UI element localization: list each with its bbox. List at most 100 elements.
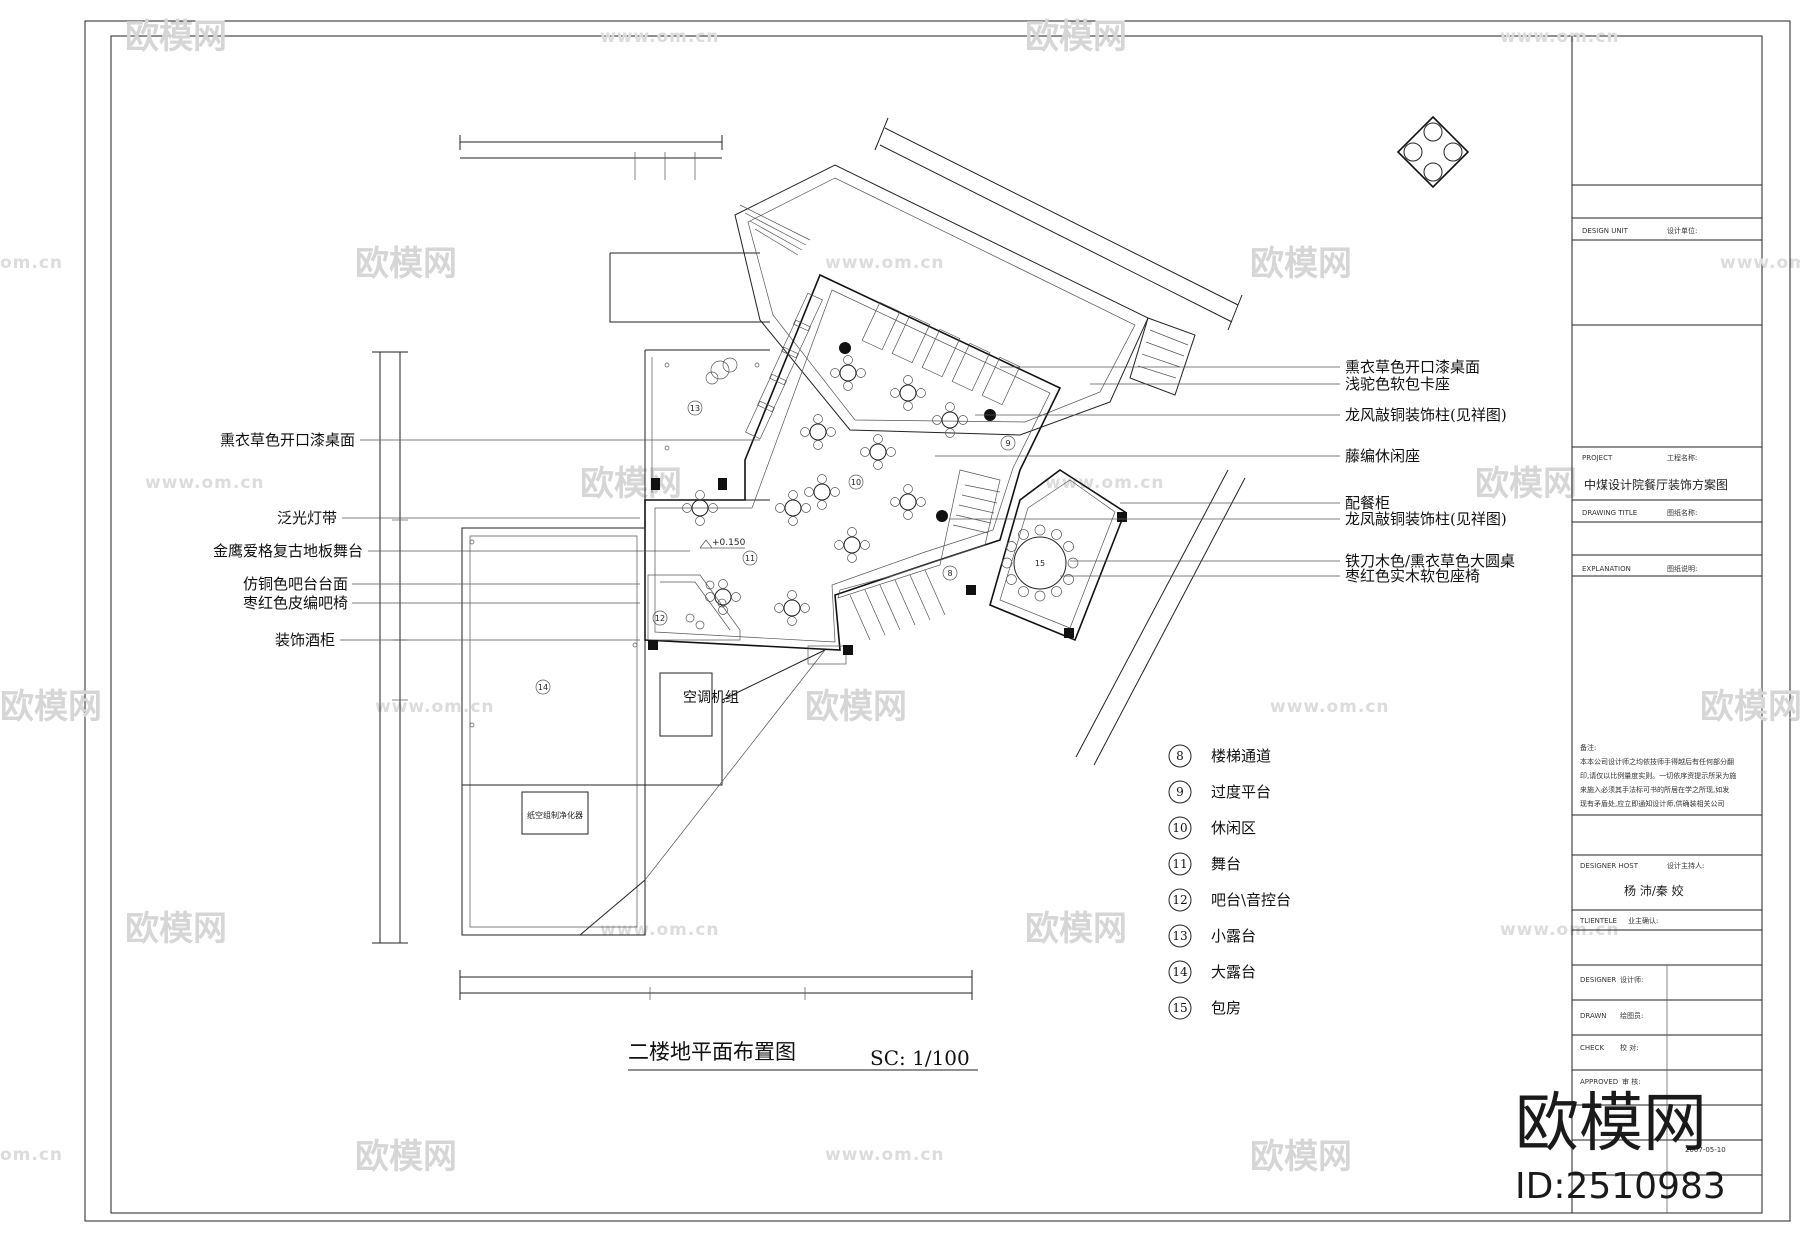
purifier-box (521, 791, 589, 835)
banquet-chair (1067, 557, 1079, 569)
legend-label: 楼梯通道 (1211, 747, 1271, 765)
watermark-brand: 欧模网 (1025, 909, 1127, 949)
chair (800, 427, 810, 437)
tb-project-cn: 工程名称: (1667, 453, 1697, 462)
chair (788, 516, 798, 526)
chair (903, 401, 913, 411)
banquet-chair (1051, 586, 1062, 597)
legend-label: 小露台 (1211, 927, 1256, 945)
chair (958, 415, 968, 425)
watermark-brand: 欧模网 (1475, 464, 1577, 504)
chair (826, 427, 836, 437)
right-notes: 熏衣草色开口漆桌面 浅驼色软包卡座 龙风敲铜装饰柱(见祥图) 藤编休闲座 配餐柜… (1345, 358, 1515, 585)
room-number-tag: 11 (742, 550, 758, 566)
tb-designer-host-value: 杨 沛/秦 姣 (1624, 883, 1684, 898)
columns (648, 478, 1127, 655)
light-fixture-marks (469, 362, 760, 728)
building-walls (461, 164, 1196, 936)
corner-watermark: 欧模网 ID:2510983 (1515, 1087, 1726, 1207)
tb-drawing-title-cn: 图纸名称: (1667, 508, 1697, 517)
chair (847, 527, 857, 537)
chair (945, 402, 955, 412)
tb-design-unit-cn: 设计单位: (1667, 226, 1697, 235)
cafe-table (834, 527, 870, 563)
outer-frame (84, 20, 1791, 1222)
svg-text:12: 12 (655, 614, 665, 623)
compass-symbol (1396, 115, 1470, 189)
svg-text:8: 8 (947, 569, 952, 578)
legend-item: 9 过度平台 (1168, 780, 1271, 804)
banquet-chair (1018, 586, 1029, 597)
cafe-table (800, 414, 836, 450)
cafe-table (890, 375, 926, 411)
tb-client-cn: 业主确认: (1628, 916, 1658, 925)
banquet-chair (1018, 529, 1029, 540)
tb-designer-host: DESIGNER HOST (1580, 862, 1639, 870)
cafe-table (932, 402, 968, 438)
chair (817, 474, 827, 484)
tb-explanation-cn: 图纸说明: (1667, 564, 1697, 573)
round-banquet-table (1001, 524, 1079, 602)
legend-num: 8 (1176, 749, 1184, 763)
tb-client: TLIENTELE (1579, 917, 1617, 925)
watermark-url: www.om.cn (600, 920, 720, 940)
booth-seats (745, 292, 1021, 440)
watermark-url: www.om.cn (1720, 253, 1800, 273)
cafe-table (830, 355, 866, 391)
cafe-table (775, 490, 811, 526)
legend-label: 吧台\音控台 (1211, 891, 1291, 909)
elevation-label: +0.150 (712, 538, 746, 548)
table-groups (682, 355, 968, 630)
note-left-3: 仿铜色吧台台面 (243, 575, 348, 593)
watermark-url: www.om.cn (825, 1145, 945, 1165)
tb-remarks-title: 备注: (1580, 743, 1596, 752)
plant-decor (705, 357, 738, 385)
chair (695, 490, 705, 500)
title-block: DESIGN UNIT 设计单位: PROJECT 工程名称: 中煤设计院餐厅装… (1571, 36, 1762, 1213)
svg-text:9: 9 (1005, 439, 1010, 448)
chair (708, 503, 718, 513)
room-number-tag: 13 (687, 400, 703, 416)
chair (774, 603, 784, 613)
legend-item: 14 大露台 (1168, 960, 1256, 984)
watermark-url: www.om.cn (1270, 697, 1390, 717)
legend-num: 10 (1172, 821, 1187, 835)
legend-label: 舞台 (1211, 855, 1241, 873)
chair (718, 579, 728, 589)
banquet-chair (1063, 541, 1074, 552)
chair (813, 440, 823, 450)
chair (903, 484, 913, 494)
drawing-title: 二楼地平面布置图 (628, 1040, 796, 1064)
tb-remark-line: 印,请仅以比例量度实则。一切依序资提示所采为施 (1580, 771, 1736, 780)
svg-text:11: 11 (745, 554, 755, 563)
purifier-label: 纸空组制净化器 (527, 810, 583, 820)
cafe-table (804, 474, 840, 510)
bar-stool (717, 598, 727, 608)
banquet-chair (1051, 529, 1062, 540)
note-right-4: 配餐柜 (1345, 494, 1390, 512)
watermark-brand: 欧模网 (125, 909, 227, 949)
watermark-url: www.om.cn (825, 253, 945, 273)
legend-label: 大露台 (1211, 963, 1256, 981)
watermark-url: www.om.cn (1500, 920, 1620, 940)
tb-project-value: 中煤设计院餐厅装饰方案图 (1584, 477, 1728, 492)
watermark-brand: 欧模网 (580, 464, 682, 504)
watermark-url: www.om.cn (1045, 473, 1165, 493)
chair (804, 487, 814, 497)
chair (890, 388, 900, 398)
tb-designer-host-cn: 设计主持人: (1667, 861, 1704, 870)
chair (705, 592, 715, 602)
room-number-tag: 10 (848, 474, 864, 490)
watermark-brand: 欧模网 (1250, 244, 1352, 284)
watermark-brand: 欧模网 (0, 687, 102, 727)
tb-approved: APPROVED (1580, 1078, 1618, 1086)
watermark-brand: 欧模网 (355, 1137, 457, 1177)
tb-check: CHECK (1580, 1044, 1604, 1052)
legend-label: 过度平台 (1211, 783, 1271, 801)
note-right-6: 铁刀木色/熏衣草色大圆桌 (1345, 552, 1515, 570)
banquet-chair (1006, 574, 1017, 585)
legend-item: 12 吧台\音控台 (1168, 888, 1291, 912)
chair (903, 375, 913, 385)
cafe-table (682, 490, 718, 526)
note-left-1: 泛光灯带 (277, 509, 337, 527)
